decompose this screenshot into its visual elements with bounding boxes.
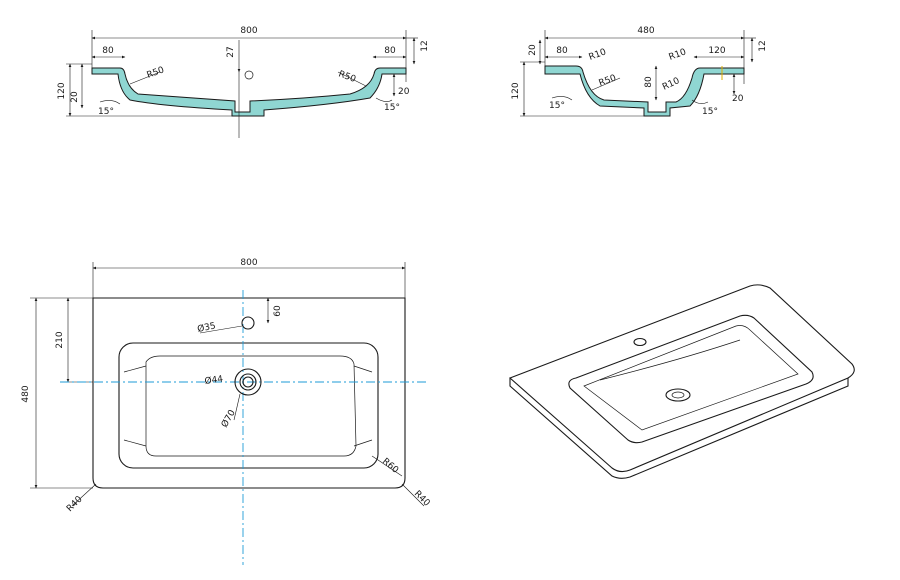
front-height-label: 120 [57, 82, 67, 99]
plan-drain-offset-label: 210 [55, 331, 65, 348]
front-left-angle-label: 15° [98, 107, 114, 117]
iso-top-surface [508, 284, 855, 473]
plan-corner-right-label: R40 [412, 489, 432, 509]
front-rim-label: 20 [70, 91, 80, 103]
plan-width-label: 800 [240, 258, 257, 268]
iso-edge-thickness [509, 378, 849, 479]
side-right-rim-label: 20 [732, 94, 744, 104]
front-right-radius-label: R50 [337, 69, 357, 85]
side-width-label: 480 [637, 26, 654, 36]
side-section: 480 20 80 R10 R10 120 12 120 R50 80 R10 … [511, 26, 768, 117]
leader-line [71, 483, 97, 507]
plan-view: 800 480 210 60 Ø35 Ø44 Ø70 [21, 258, 432, 565]
leader-line [199, 325, 243, 334]
angle-arc [375, 97, 393, 102]
plan-drain-core [242, 376, 254, 388]
angle-arc [99, 100, 121, 105]
front-right-height-label: 12 [420, 40, 430, 51]
side-depth-label: 80 [644, 76, 654, 88]
iso-bowl-floor [583, 325, 799, 431]
front-right-rim-label: 20 [398, 87, 410, 97]
plan-drain-outer [234, 368, 262, 396]
iso-bowl-contour [599, 339, 741, 381]
side-rim-label: 20 [528, 44, 538, 56]
iso-drain-inner [671, 391, 685, 399]
leader-line [371, 455, 403, 477]
side-right-radius-top-label: R10 [668, 47, 688, 63]
side-right-radius-bottom-label: R10 [661, 76, 682, 93]
front-section-profile [91, 67, 407, 117]
front-right-angle-label: 15° [384, 103, 400, 113]
plan-tap-hole [241, 316, 255, 330]
front-left-ledge-label: 80 [102, 46, 114, 56]
side-right-ledge-label: 120 [708, 46, 725, 56]
angle-arc [551, 96, 573, 101]
leader-line [129, 71, 161, 85]
leader-line [337, 71, 367, 87]
plan-bowl-slopes [123, 365, 373, 447]
side-left-radius-top-label: R10 [588, 47, 608, 63]
front-left-radius-label: R50 [146, 65, 166, 81]
side-left-radius-bottom-label: R50 [598, 73, 618, 89]
side-right-angle-label: 15° [702, 107, 718, 117]
plan-bowl-outer [118, 342, 379, 469]
front-center-label: 27 [226, 46, 236, 57]
iso-bowl-rim [568, 314, 814, 444]
plan-drain-inner [239, 373, 257, 391]
plan-bowl-inner [145, 355, 357, 457]
plan-drain-inner-label: Ø44 [204, 373, 224, 387]
plan-tap-hole-label: Ø35 [196, 320, 216, 335]
plan-tap-offset-label: 60 [273, 305, 283, 317]
angle-arc [691, 99, 709, 104]
front-tap-symbol [244, 70, 254, 80]
leader-line [591, 77, 621, 91]
front-right-ledge-label: 80 [384, 46, 396, 56]
iso-tap-hole [633, 337, 647, 347]
plan-outline [92, 297, 406, 489]
plan-depth-label: 480 [21, 385, 31, 402]
side-left-ledge-label: 80 [556, 46, 568, 56]
side-height-label: 120 [511, 82, 521, 99]
leader-line [401, 483, 425, 507]
leader-line [233, 393, 241, 421]
front-width-label: 800 [240, 26, 257, 36]
plan-drain-outer-label: Ø70 [219, 408, 238, 430]
side-right-height-label: 12 [758, 40, 768, 51]
side-section-profile [544, 65, 745, 117]
side-left-angle-label: 15° [549, 101, 565, 111]
front-section: 800 80 80 27 12 120 20 R50 R50 20 [57, 26, 430, 138]
isometric-view [508, 284, 855, 479]
iso-drain [665, 388, 691, 402]
